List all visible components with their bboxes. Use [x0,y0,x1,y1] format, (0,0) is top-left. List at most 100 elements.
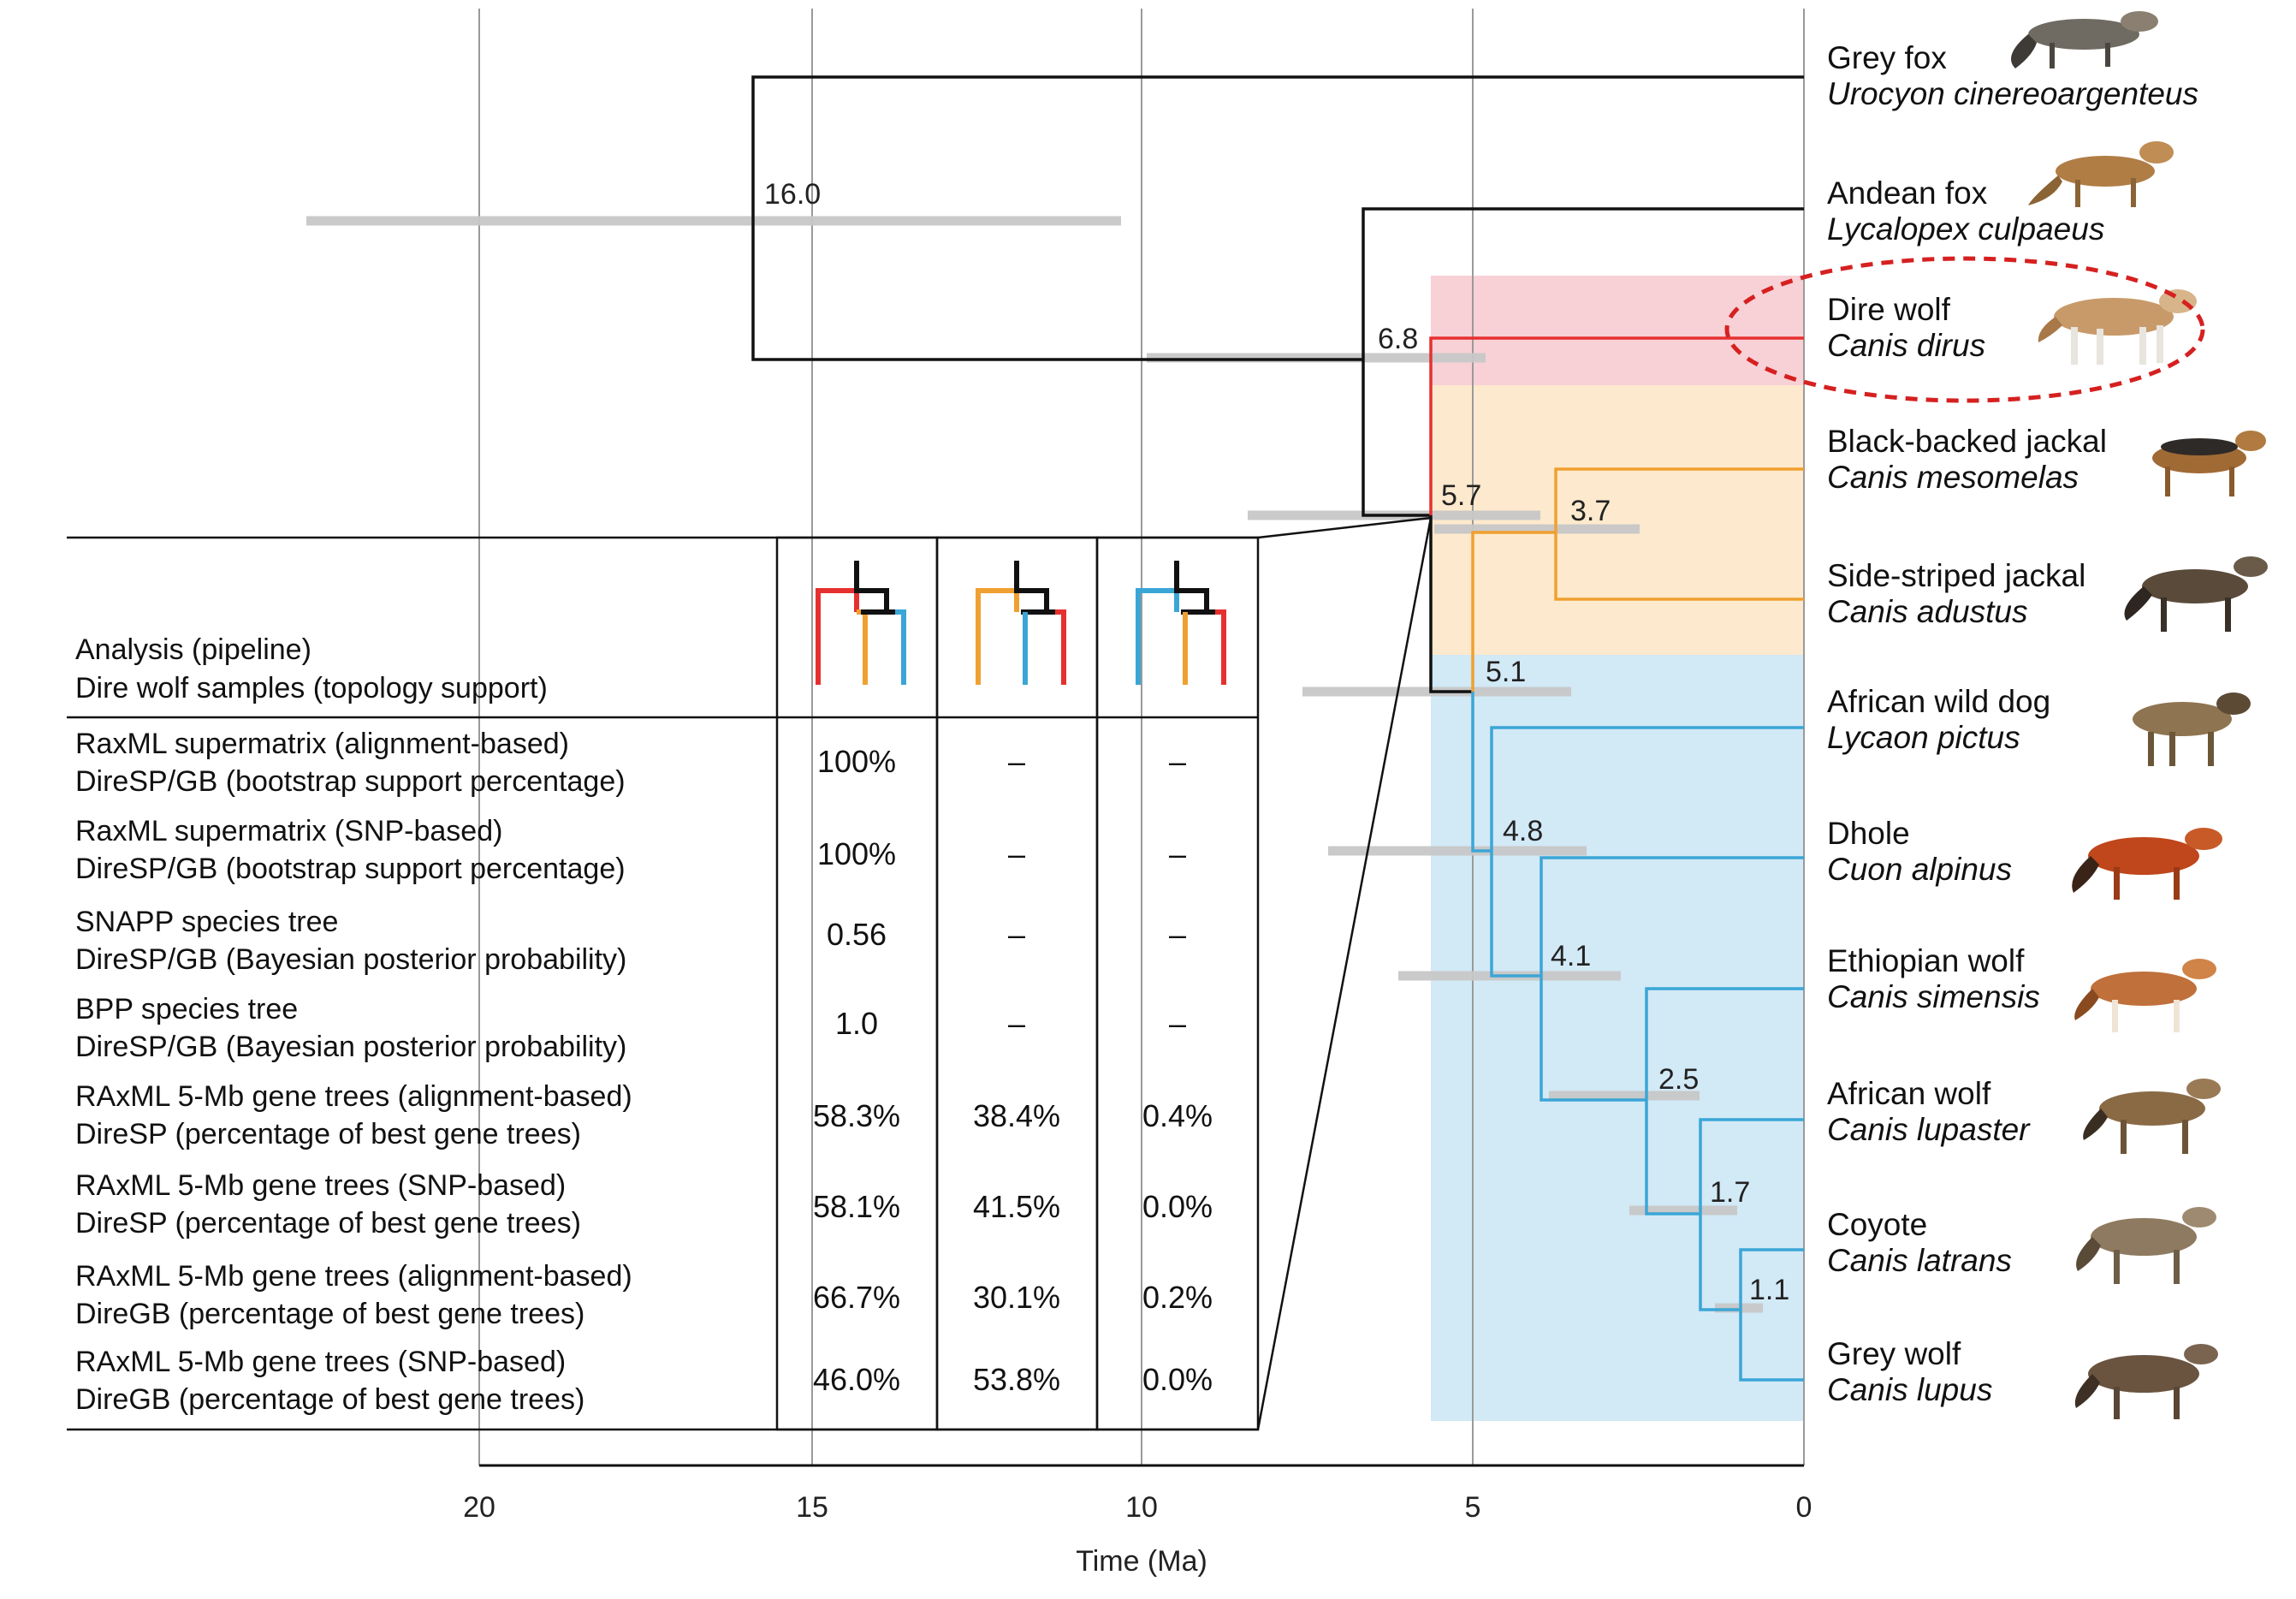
row-value: – [1008,836,1025,871]
row-value: – [1169,744,1186,779]
taxon-scientific-name: Canis mesomelas [1827,460,2079,495]
african-wild-dog-illustration [2133,693,2251,766]
time-axis-ticks: 20 15 10 5 0 [463,1491,1812,1524]
row-value: – [1008,744,1025,779]
row-label-line1: SNAPP species tree [75,906,338,938]
taxon-common-name: African wild dog [1827,684,2050,719]
table-header-line1: Analysis (pipeline) [75,633,311,666]
node-age-labels: 16.0 6.8 5.7 3.7 5.1 4.8 4.1 2.5 1.7 1.1 [764,178,1789,1306]
row-label-line2: DireSP/GB (Bayesian posterior probabilit… [75,943,626,976]
taxon-scientific-name: Urocyon cinereoargenteus [1827,76,2198,111]
taxon-scientific-name: Canis dirus [1827,328,1985,363]
taxon-common-name: Andean fox [1827,175,1988,211]
ethiopian-wolf-illustration [2074,959,2216,1032]
row-label-line1: RaxML supermatrix (alignment-based) [75,728,569,760]
branch-dire-wolf [1429,336,1804,515]
row-value: 100% [817,744,896,779]
time-gridlines [478,9,1805,1465]
taxon-scientific-name: Canis lupus [1827,1372,1992,1407]
row-value: 66.7% [813,1280,900,1315]
row-value: 30.1% [973,1280,1060,1315]
node-label: 5.1 [1486,656,1526,688]
tick-label: 15 [796,1491,828,1524]
grey-wolf-illustration [2074,1344,2218,1419]
row-value: – [1169,1006,1186,1041]
node-label: 16.0 [764,178,821,211]
row-value: 0.0% [1142,1189,1213,1224]
branch-6-8 [1362,207,1804,517]
taxon-common-name: Ethiopian wolf [1827,943,2025,978]
row-value: – [1008,1006,1025,1041]
taxon-common-name: Dhole [1827,816,1910,851]
dire-wolf-highlight-ring [1724,256,2205,403]
row-label-line1: RaxML supermatrix (SNP-based) [75,815,502,847]
tick-label: 20 [463,1491,495,1524]
node-label: 1.1 [1749,1274,1789,1306]
row-value: 100% [817,836,896,871]
row-label-line1: BPP species tree [75,993,298,1025]
taxon-scientific-name: Lycaon pictus [1827,720,2020,755]
row-label-line1: RAxML 5-Mb gene trees (alignment-based) [75,1260,632,1293]
coyote-illustration [2076,1207,2216,1284]
topology-icon-2 [976,561,1066,685]
taxon-common-name: Dire wolf [1827,292,1951,327]
taxon-scientific-name: Canis adustus [1827,594,2027,629]
node-label: 6.8 [1378,323,1418,355]
tick-label: 10 [1125,1491,1158,1524]
branch-african-wolf [1699,1118,1804,1311]
node-label: 4.8 [1503,815,1543,847]
row-label-line2: DireSP/GB (bootstrap support percentage) [75,765,626,798]
row-value: 58.3% [813,1098,900,1133]
node-label: 3.7 [1570,495,1611,527]
taxon-scientific-name: Canis lupaster [1827,1112,2031,1147]
node-label: 5.7 [1441,479,1481,512]
row-value: 46.0% [813,1362,900,1397]
tip-labels: Grey fox Urocyon cinereoargenteus Andean… [1827,40,2198,1407]
topology-icon-1 [816,561,906,685]
branch-jackals [1471,467,1804,692]
grey-fox-illustration [2011,11,2158,68]
branch-coyote-grey-wolf [1739,1248,1804,1382]
row-label-line1: RAxML 5-Mb gene trees (SNP-based) [75,1169,566,1202]
row-value: – [1169,836,1186,871]
row-label-line1: RAxML 5-Mb gene trees (SNP-based) [75,1346,566,1378]
taxon-common-name: Grey wolf [1827,1336,1961,1371]
taxon-scientific-name: Canis latrans [1827,1243,2012,1278]
row-label-line2: DireSP/GB (bootstrap support percentage) [75,853,626,885]
table-header-line2: Dire wolf samples (topology support) [75,672,548,704]
row-label-line2: DireSP/GB (Bayesian posterior probabilit… [75,1031,626,1063]
branch-wild-dog [1471,692,1804,978]
row-label-line2: DireSP (percentage of best gene trees) [75,1207,581,1239]
taxon-scientific-name: Lycalopex culpaeus [1827,211,2104,247]
row-value: 53.8% [973,1362,1060,1397]
tick-label: 0 [1796,1491,1812,1524]
row-value: – [1169,917,1186,952]
topology-icon-3 [1136,561,1226,685]
dhole-illustration [2072,828,2222,900]
animal-illustrations [2011,11,2268,1419]
branch-ethiopian-wolf [1645,987,1804,1216]
dire-wolf-clade-shading [1431,276,1804,385]
tick-label: 5 [1465,1491,1481,1524]
row-value: 0.4% [1142,1098,1213,1133]
topology-support-table: Analysis (pipeline) Dire wolf samples (t… [67,536,1260,1431]
node-label: 1.7 [1710,1176,1750,1209]
andean-fox-illustration [2028,141,2174,207]
taxon-scientific-name: Cuon alpinus [1827,852,2012,887]
row-value: 41.5% [973,1189,1060,1224]
branch-root [751,75,1804,361]
taxon-common-name: Coyote [1827,1207,1927,1242]
row-value: 0.0% [1142,1362,1213,1397]
row-value: 58.1% [813,1189,900,1224]
node-label: 4.1 [1551,940,1591,972]
row-value: 38.4% [973,1098,1060,1133]
row-value: 1.0 [835,1006,878,1041]
taxon-common-name: Black-backed jackal [1827,424,2107,459]
row-value: 0.2% [1142,1280,1213,1315]
row-label-line2: DireSP (percentage of best gene trees) [75,1118,581,1150]
branch-5-7 [1429,515,1473,693]
row-label-line2: DireGB (percentage of best gene trees) [75,1298,584,1330]
african-wolf-illustration [2083,1079,2221,1154]
taxon-common-name: Side-striped jackal [1827,558,2085,593]
taxon-scientific-name: Canis simensis [1827,979,2040,1014]
